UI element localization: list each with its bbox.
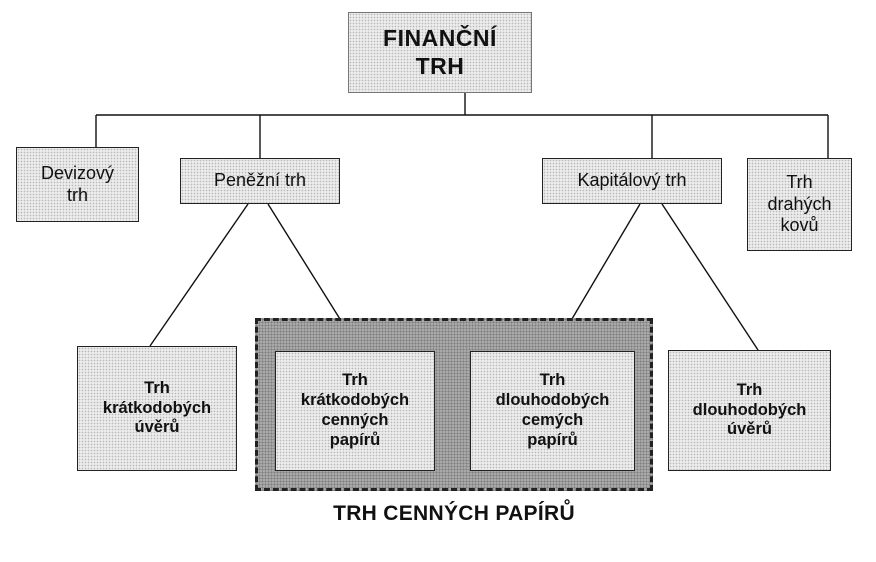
node-kapitalovy-label: Kapitálový trh — [577, 170, 687, 191]
node-drahe-kovy-label: Trh drahých kovů — [767, 172, 832, 236]
node-devizovy-label: Devizový trh — [40, 162, 115, 205]
node-kratkodobe-cp-label: Trh krátkodobých cenných papírů — [300, 371, 410, 449]
node-dlouhodobe-uvery-label: Trh dlouhodobých úvěrů — [692, 380, 807, 439]
node-dlouhodobe-cenne-papiry: Trh dlouhodobých cemých papírů — [470, 351, 635, 471]
node-kratkodobe-uvery-label: Trh krátkodobých úvěrů — [102, 378, 212, 437]
edge-kapitalovy-uvery — [661, 203, 759, 351]
node-dlouhodobe-cp-label: Trh dlouhodobých cemých papírů — [495, 371, 610, 449]
root-node: FINANČNÍ TRH — [348, 12, 532, 93]
node-kapitalovy-trh: Kapitálový trh — [542, 158, 722, 204]
node-kratkodobe-cenne-papiry: Trh krátkodobých cenných papírů — [275, 351, 435, 471]
node-penezni-trh: Peněžní trh — [180, 158, 340, 204]
node-devizovy-trh: Devizový trh — [16, 147, 139, 222]
node-trh-drahych-kovu: Trh drahých kovů — [747, 158, 852, 251]
node-kratkodobe-uvery: Trh krátkodobých úvěrů — [77, 346, 237, 471]
root-label: FINANČNÍ TRH — [383, 24, 497, 79]
edge-penezni-uvery — [149, 203, 249, 347]
securities-market-label: TRH CENNÝCH PAPÍRŮ — [333, 502, 575, 525]
node-penezni-label: Peněžní trh — [213, 170, 307, 191]
node-dlouhodobe-uvery: Trh dlouhodobých úvěrů — [668, 350, 831, 471]
